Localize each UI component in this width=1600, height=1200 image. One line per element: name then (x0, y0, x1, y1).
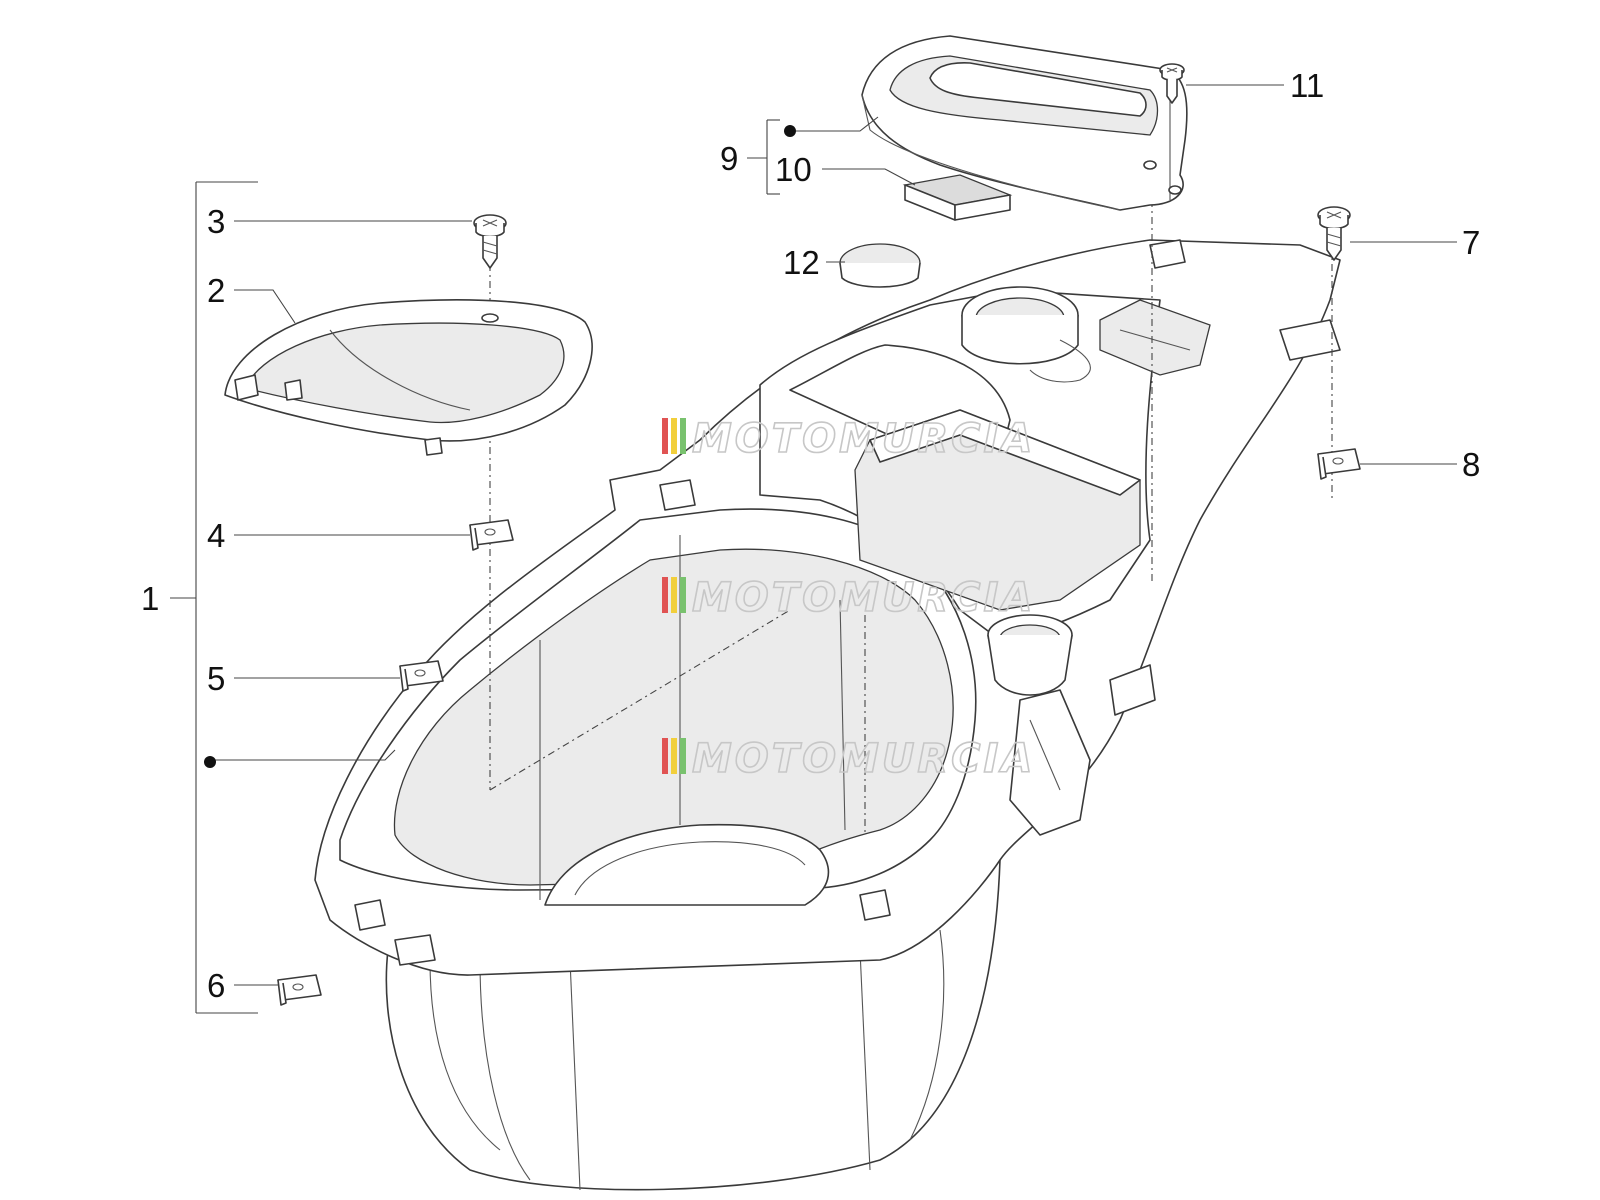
pad-part-10 (902, 174, 1013, 221)
callout-11: 11 (1290, 67, 1324, 104)
cap-part-12 (839, 243, 921, 288)
callout-6: 6 (207, 967, 225, 1004)
clip-nut-part-6 (277, 974, 322, 1006)
leader-lines (170, 84, 1457, 1014)
assembly-dot-1 (204, 756, 216, 768)
helmet-compartment-part (314, 200, 1341, 1191)
watermark-2: MOTOMURCIA (662, 574, 1035, 622)
screw-part-3 (473, 214, 507, 269)
watermark-text: MOTOMURCIA (692, 416, 1035, 462)
callout-8: 8 (1462, 446, 1480, 483)
callout-9: 9 (720, 140, 738, 177)
upper-cover-part (861, 35, 1188, 211)
callout-2: 2 (207, 272, 225, 309)
screw-part-11 (1159, 63, 1185, 104)
callout-10: 10 (775, 151, 812, 188)
callout-labels: 1 2 3 4 5 6 7 8 9 10 11 12 (141, 67, 1480, 1004)
callout-3: 3 (207, 203, 225, 240)
assembly-dot-9 (784, 125, 796, 137)
clip-nut-part-5 (399, 660, 444, 692)
lid-cover-part (224, 299, 593, 456)
watermark-1: MOTOMURCIA (662, 415, 1035, 463)
watermark-text: MOTOMURCIA (692, 736, 1035, 782)
callout-12: 12 (783, 244, 820, 281)
watermark-stripes (662, 577, 686, 613)
callout-7: 7 (1462, 224, 1480, 261)
callout-4: 4 (207, 517, 225, 554)
watermark-3: MOTOMURCIA (662, 735, 1035, 783)
watermark-stripes (662, 418, 686, 454)
callout-5: 5 (207, 660, 225, 697)
watermark-text: MOTOMURCIA (692, 575, 1035, 621)
callout-1: 1 (141, 580, 159, 617)
clip-nut-part-8 (1317, 448, 1361, 480)
clip-nut-part-4 (469, 519, 514, 551)
screw-part-7 (1317, 206, 1351, 261)
watermark-stripes (662, 738, 686, 774)
